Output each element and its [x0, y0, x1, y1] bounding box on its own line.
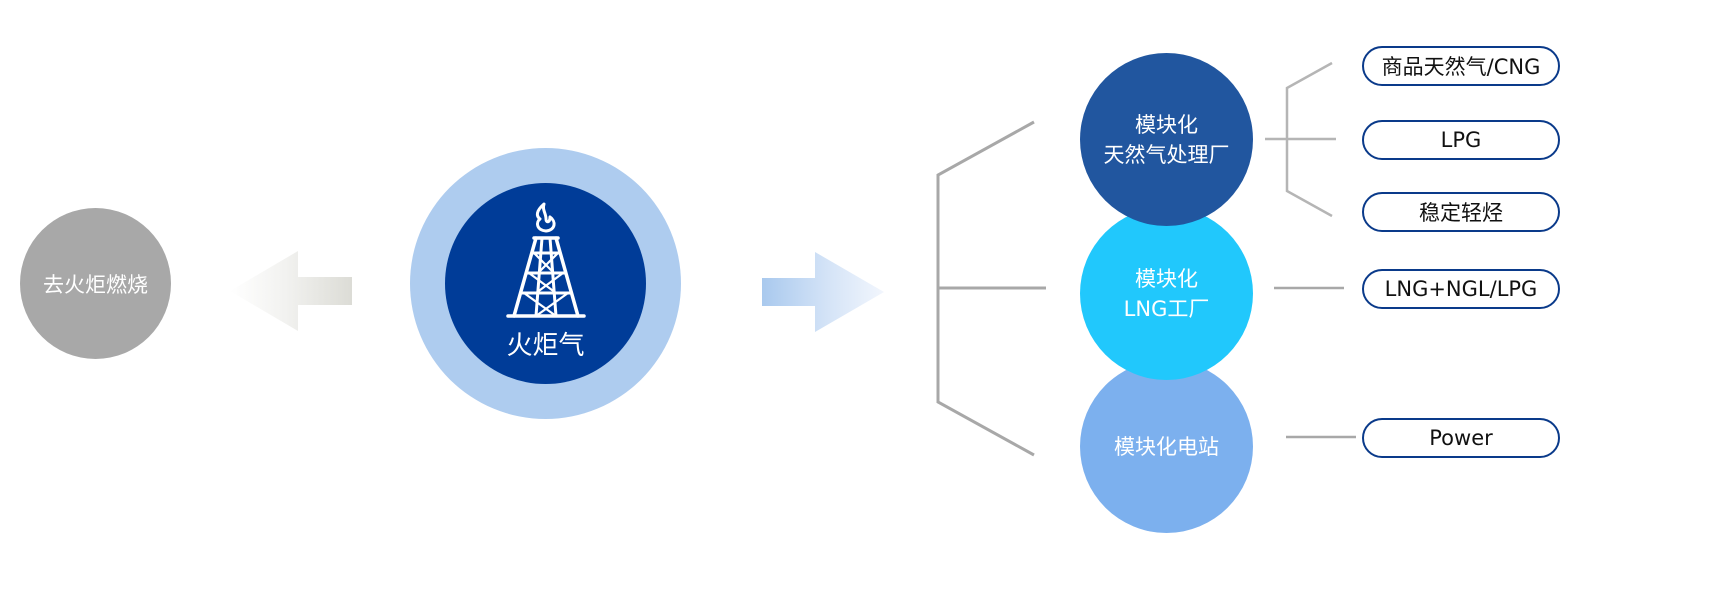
product-lpg-pill: LPG: [1362, 120, 1560, 160]
power-plant-label: 模块化电站: [1114, 434, 1219, 459]
flare-burning-circle: 去火炬燃烧: [20, 208, 171, 359]
modular-power-plant-circle: 模块化电站: [1080, 360, 1253, 533]
product-lpg-label: LPG: [1440, 128, 1482, 152]
modular-lng-plant-circle: 模块化 LNG工厂: [1080, 207, 1253, 380]
arrow-left-icon: [230, 251, 352, 331]
arrow-right-icon: [762, 252, 884, 332]
product-lng-pill: LNG+NGL/LPG: [1362, 269, 1560, 309]
product-power-label: Power: [1429, 426, 1493, 450]
product-power-pill: Power: [1362, 418, 1560, 458]
gas-products-bracket: [1265, 61, 1336, 218]
lng-plant-label-line2: LNG工厂: [1123, 296, 1210, 321]
product-condensate-label: 稳定轻烃: [1419, 201, 1503, 225]
modular-gas-plant-circle: 模块化 天然气处理厂: [1080, 53, 1253, 226]
gas-plant-label-line2: 天然气处理厂: [1103, 142, 1230, 167]
product-condensate-pill: 稳定轻烃: [1362, 192, 1560, 232]
product-lng-label: LNG+NGL/LPG: [1384, 277, 1538, 301]
flare-burning-label: 去火炬燃烧: [43, 272, 148, 297]
oil-rig-flare-icon: [505, 202, 586, 318]
gas-plant-label-line1: 模块化: [1135, 112, 1198, 137]
main-bracket: [936, 120, 1046, 457]
lng-plant-label-line1: 模块化: [1135, 266, 1198, 291]
flare-gas-label: 火炬气: [506, 331, 585, 361]
product-cng-label: 商品天然气/CNG: [1381, 55, 1541, 79]
product-cng-pill: 商品天然气/CNG: [1362, 46, 1560, 86]
flare-gas-circle: 火炬气: [445, 183, 646, 384]
